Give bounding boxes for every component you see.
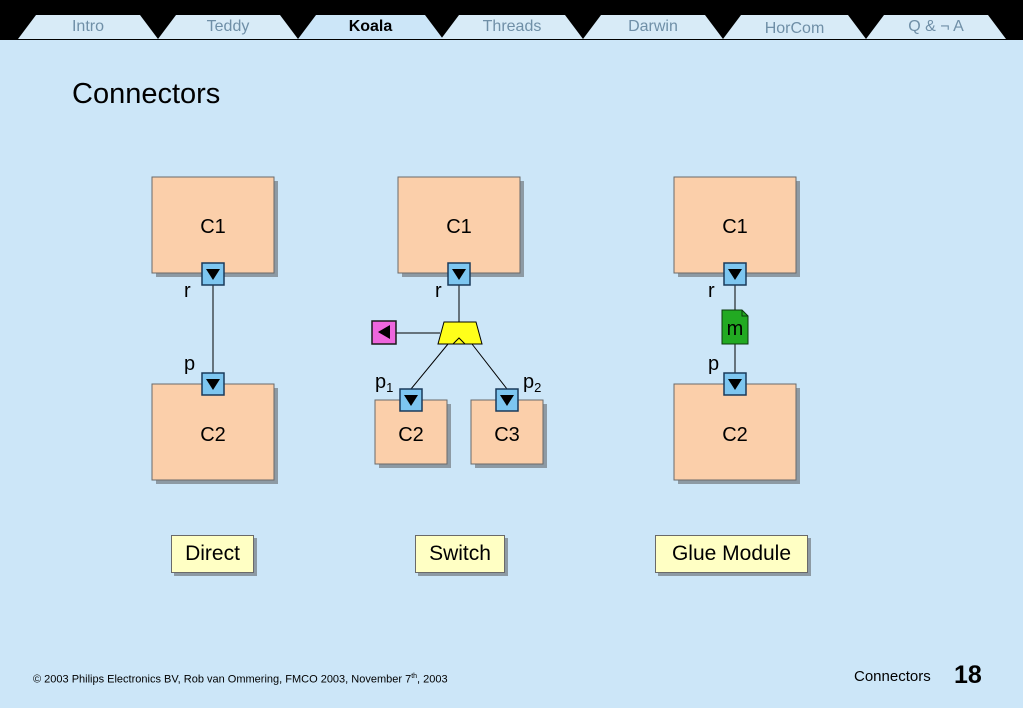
switch-notch — [452, 337, 466, 345]
component-label: C1 — [446, 216, 472, 238]
tab-threads[interactable]: Threads — [441, 15, 583, 39]
component-c2-direct: C2 — [151, 383, 278, 484]
port-label-r: r — [435, 280, 442, 302]
tab-label: HorCom — [764, 20, 825, 37]
port-label-p: p — [184, 353, 195, 375]
component-label: C2 — [722, 424, 748, 446]
caption-glue-module: Glue Module — [655, 535, 808, 573]
tab-teddy[interactable]: Teddy — [158, 15, 298, 39]
tab-horcom[interactable]: HorCom — [723, 15, 866, 39]
provides-port-icon — [723, 372, 747, 396]
tab-shape — [18, 15, 158, 39]
port-label-r: r — [184, 280, 191, 302]
component-c1-switch: C1 — [397, 176, 524, 277]
tab-qa[interactable]: Q & ¬ A — [866, 15, 1006, 39]
tab-shape — [723, 15, 866, 39]
switch-icon — [437, 321, 483, 345]
footer-section: Connectors — [854, 668, 931, 685]
tab-shape — [441, 15, 583, 39]
glue-module-icon: m — [721, 309, 749, 345]
port-label-p: p — [708, 353, 719, 375]
tab-label: Teddy — [206, 18, 250, 35]
component-label: C1 — [722, 216, 748, 238]
tab-shape — [583, 15, 723, 39]
component-label: C1 — [200, 216, 226, 238]
requires-port-icon — [447, 262, 471, 286]
provides-port-icon — [201, 372, 225, 396]
footer-copyright: © 2003 Philips Electronics BV, Rob van O… — [33, 673, 448, 686]
switch-output-line — [471, 343, 508, 390]
slide-title: Connectors — [72, 78, 221, 110]
tab-koala[interactable]: Koala — [298, 15, 443, 39]
requires-port-icon — [723, 262, 747, 286]
tab-label: Q & ¬ A — [908, 18, 964, 35]
switch-output-line — [410, 343, 449, 390]
glue-module-label: m — [727, 318, 744, 340]
page-number: 18 — [954, 661, 982, 689]
tab-label: Darwin — [628, 18, 678, 35]
tab-shape — [866, 15, 1006, 39]
caption-direct: Direct — [171, 535, 254, 573]
tab-intro[interactable]: Intro — [18, 15, 158, 39]
requires-port-icon — [201, 262, 225, 286]
component-label: C2 — [398, 424, 424, 446]
port-label-p1: p1 — [375, 371, 393, 395]
tab-shape — [158, 15, 298, 39]
caption-switch: Switch — [415, 535, 505, 573]
tab-label: Intro — [71, 18, 104, 35]
port-label-p2: p2 — [523, 371, 541, 395]
tab-label: Koala — [348, 18, 393, 35]
component-c1-direct: C1 — [151, 176, 278, 277]
provides-port-icon — [399, 388, 423, 412]
direct-connector: C1 C2 r p — [151, 176, 278, 484]
tab-shape — [298, 15, 443, 39]
switch-connector: C1 C2 C3 r p1 p2 — [371, 176, 547, 468]
control-port-icon — [371, 320, 397, 345]
component-c2-switch: C2 — [374, 399, 451, 468]
tab-darwin[interactable]: Darwin — [583, 15, 723, 39]
glue-connector: C1 C2 m r p — [673, 176, 800, 484]
component-label: C2 — [200, 424, 226, 446]
provides-port-icon — [495, 388, 519, 412]
component-label: C3 — [494, 424, 520, 446]
tab-label: Threads — [482, 18, 542, 35]
component-c1-glue: C1 — [673, 176, 800, 277]
component-c2-glue: C2 — [673, 383, 800, 484]
port-label-r: r — [708, 280, 715, 302]
